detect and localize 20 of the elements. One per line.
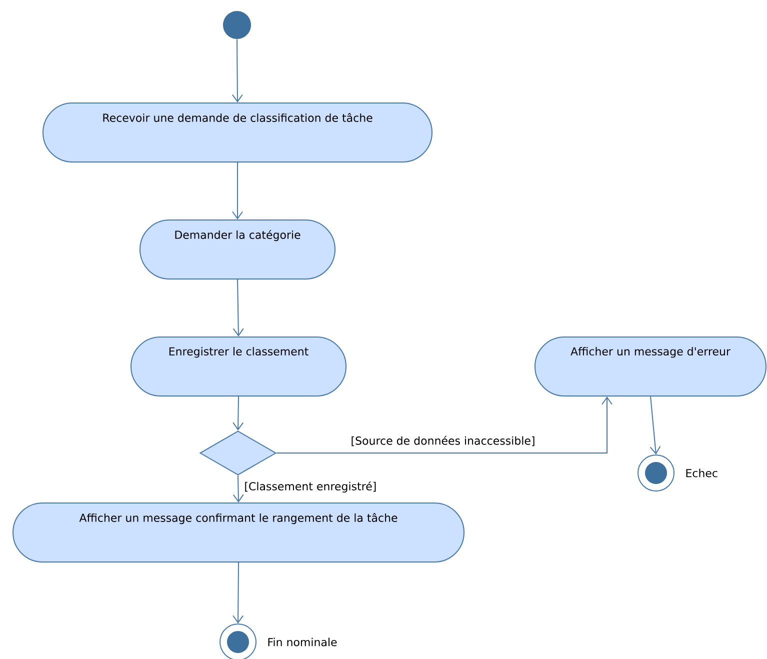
end-node [220, 624, 256, 659]
arrow [232, 279, 244, 336]
arrow [232, 38, 243, 102]
action-box: Afficher un message confirmant le rangement de la tâche [12, 502, 464, 562]
arrow [650, 396, 661, 454]
action-box: Afficher un message d'erreur [534, 336, 766, 396]
start-dot [223, 11, 251, 39]
end-label: Echec [686, 468, 718, 478]
arrow [232, 396, 244, 430]
action-box: Enregistrer le classement [130, 336, 346, 396]
action-box: Demander la catégorie [140, 220, 336, 280]
edge-label: [Source de données inaccessible] [350, 434, 536, 448]
arrow [276, 396, 612, 454]
action-box: Recevoir une demande de classification de tâche [42, 102, 432, 162]
end-node [638, 454, 674, 492]
arrow [232, 162, 243, 220]
arrow [232, 562, 244, 624]
edge-label: [Classement enregistré] [243, 480, 378, 494]
arrow [232, 475, 244, 502]
end-label: Fin nominale [268, 638, 337, 646]
